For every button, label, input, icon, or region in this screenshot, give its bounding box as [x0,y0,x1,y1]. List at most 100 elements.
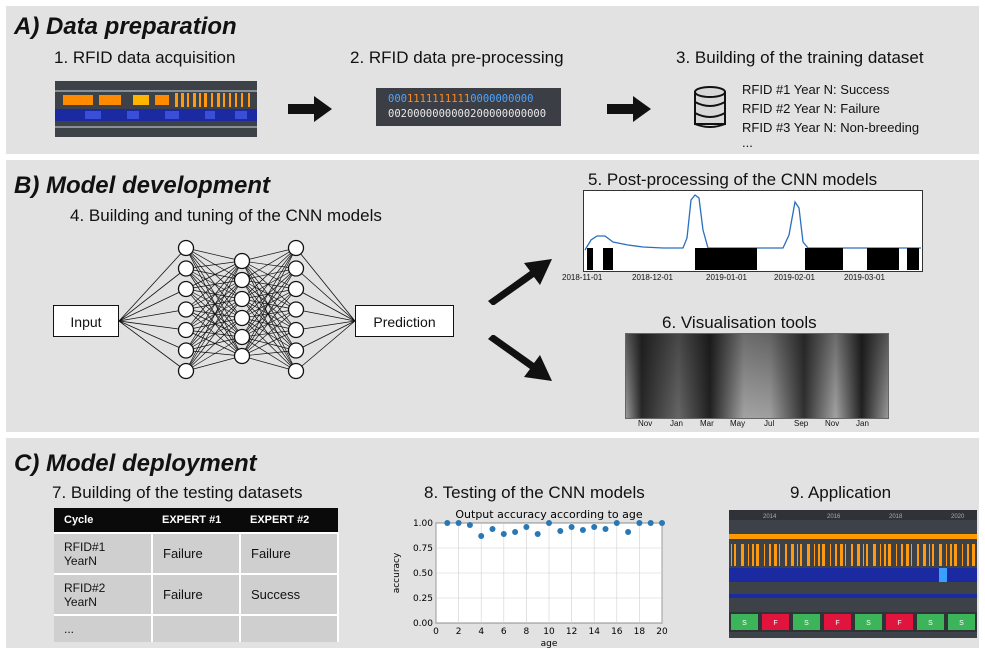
app-activity-bar [888,544,891,566]
step-5-label: 5. Post-processing of the CNN models [588,170,878,189]
nn-edge [241,268,297,357]
table-cell: Failure [152,573,241,615]
y-tick-label: 0.25 [413,594,433,604]
nn-edge [241,247,297,281]
prediction-label: Prediction [373,314,436,330]
nn-edge [241,309,297,319]
app-activity-bar [752,544,754,566]
nn-edge [241,317,297,372]
table-header: Cycle [54,508,152,533]
data-point [534,531,541,537]
prediction-box: Prediction [355,305,454,337]
app-activity-bar [917,544,919,566]
preprocessed-code-box: 00011111111110000000000 0020000000000200… [376,88,561,126]
breeding-outcome-label: S [866,620,871,627]
nn-edge [241,317,297,331]
nn-edge [241,247,297,262]
nn-edge [185,298,243,310]
nn-edge [241,288,297,319]
section-b-title: B) Model development [14,172,271,199]
visualisation-heatmap [625,333,889,419]
nn-edge [185,288,243,319]
nn-edge [241,309,297,338]
data-point [591,524,598,530]
vis-tick: Nov [638,419,653,428]
step-9-label: 9. Application [790,483,892,502]
x-tick-label: 0 [433,627,439,637]
x-tick-label: 14 [588,627,600,637]
step-7-label: 7. Building of the testing datasets [52,483,303,502]
table-cell: RFID#1 YearN [54,532,153,574]
arrow-right-icon [607,96,651,122]
table-cell: ... [54,614,153,642]
nn-edge [185,247,243,281]
nn-node [287,280,305,298]
post-tick: 2019-03-01 [844,273,885,282]
vis-tick-labels: Nov Jan Mar May Jul Sep Nov Jan [628,419,888,431]
app-activity-bar [950,544,952,566]
table-row: ... [54,614,339,642]
table-header: EXPERT #1 [152,508,240,533]
vis-tick: Mar [700,419,714,428]
nn-node [233,347,251,365]
nn-edge [185,260,243,351]
post-tick-labels: 2018-11-01 2018-12-01 2019-01-01 2019-02… [548,273,948,285]
nn-edge [295,320,356,372]
nn-edge [185,260,243,331]
nn-edge [185,329,243,338]
post-tick: 2019-02-01 [774,273,815,282]
breeding-outcome-block [917,614,944,630]
nn-edge [295,288,356,322]
nn-edge [185,288,243,357]
nn-edge [241,350,297,357]
breeding-outcome-block [762,614,789,630]
data-point [613,520,620,526]
data-point [557,528,564,534]
nn-edge [241,329,297,338]
nn-node [177,280,195,298]
nn-edge [185,317,243,331]
app-activity-bar [866,544,868,566]
app-activity-bar [779,544,780,566]
nn-edge [241,260,297,351]
nn-edge [185,298,243,351]
app-activity-bar [863,544,864,566]
vis-tick: Jul [764,419,775,428]
nn-edge [241,268,297,300]
vis-tick: Sep [794,419,809,428]
nn-edge [295,320,356,331]
nn-edge [185,279,243,310]
code-line2: 0020000000000200000000000 [388,108,547,120]
breeding-outcome-block [824,614,851,630]
section-c-title: C) Model deployment [14,450,257,477]
nn-edge [185,309,243,338]
breeding-outcome-label: S [959,620,964,627]
app-activity-bar [851,544,853,566]
data-point [625,529,632,535]
app-activity-bar [954,544,957,566]
nn-edge [241,268,297,319]
nn-edge [185,260,243,269]
table-row: RFID#2 YearN Failure Success [54,573,339,615]
app-activity-bar [857,544,860,566]
x-tick-label: 12 [566,627,577,637]
nn-node [287,321,305,339]
nn-edge [185,279,243,331]
step-2-label: 2. RFID data pre-processing [350,48,564,67]
y-tick-label: 0.75 [413,544,433,554]
nn-edge [185,247,243,319]
app-activity-bar [731,544,732,566]
app-activity-bar [972,544,975,566]
app-year: 2018 [889,514,903,520]
nn-edge [185,309,243,357]
nn-node [177,342,195,359]
app-activity-bar [840,544,843,566]
data-point [523,524,530,530]
nn-edge [185,260,243,310]
nn-node [287,239,305,257]
x-tick-label: 4 [478,627,484,637]
breeding-outcome-label: S [928,620,933,627]
nn-edge [241,279,297,310]
